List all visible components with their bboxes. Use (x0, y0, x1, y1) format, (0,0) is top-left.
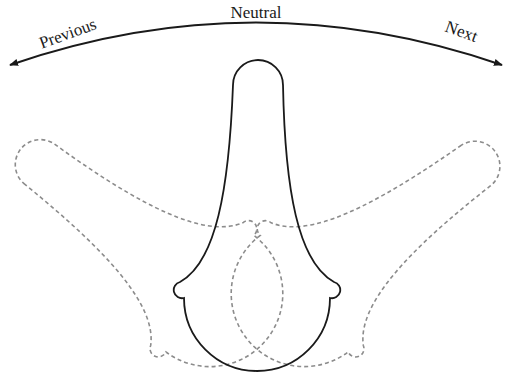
direction-label: Next (444, 17, 481, 44)
lever-neutral (174, 60, 340, 371)
direction-label: Previous (37, 15, 99, 51)
direction-label: Neutral (231, 4, 282, 21)
